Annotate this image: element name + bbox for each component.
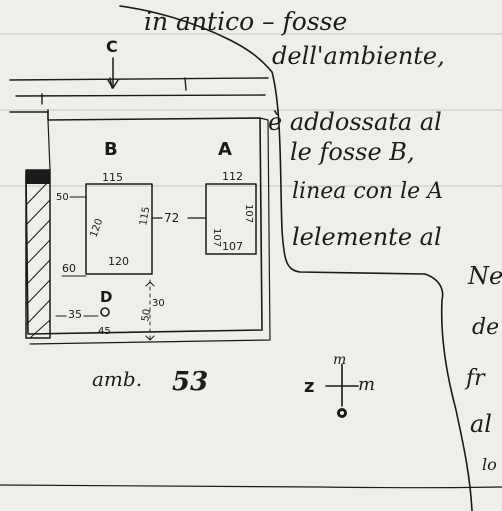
boundary-curve — [119, 5, 473, 511]
handwritten-text: in antico – fosse dell'ambiente, è addos… — [144, 7, 502, 474]
point-d: D 45 30 50 — [98, 279, 165, 341]
dim-a-left: 107 — [211, 228, 222, 247]
label-b: B — [104, 139, 118, 160]
text-line-5: linea con le A — [292, 179, 443, 204]
dim-a-right: 107 — [243, 204, 254, 223]
plan-top-lines — [9, 77, 269, 113]
pit-a: A 112 107 107 107 — [205, 139, 257, 255]
dim-b-top: 115 — [102, 171, 123, 184]
label-c-arrow: C — [106, 37, 119, 89]
dim-a-top: 112 — [222, 170, 243, 183]
dim-b-left: 120 — [88, 217, 105, 239]
dim-d-right2: 50 — [140, 308, 153, 322]
dim-b-right: 115 — [138, 206, 152, 227]
text-line-10: al — [470, 410, 492, 438]
text-line-8: de — [472, 315, 499, 340]
text-line-9: fr — [464, 366, 486, 391]
dim-d-right: 30 — [152, 298, 165, 309]
text-line-6: lelemente al — [292, 223, 442, 251]
text-line-1: in antico – fosse — [144, 7, 347, 36]
room-caption: amb. 53 — [92, 367, 208, 397]
ruled-lines — [0, 33, 502, 187]
caption-prefix: amb. — [92, 367, 142, 391]
text-line-7: Ne — [467, 262, 502, 290]
dim-margin-left-b: 35 — [68, 308, 82, 321]
compass: m m z — [304, 352, 375, 418]
text-line-2: dell'ambiente, — [272, 42, 445, 70]
label-a: A — [218, 139, 232, 160]
compass-west: z — [304, 376, 314, 397]
dim-b-bottom: 120 — [108, 255, 129, 268]
caption-number: 53 — [172, 367, 208, 397]
room-inner-outline — [29, 117, 271, 345]
dim-between-pits: 72 — [151, 211, 207, 225]
dim-margin-top: 50 — [56, 192, 69, 203]
hatched-wall — [25, 169, 51, 339]
dim-a-bottom: 107 — [222, 240, 243, 253]
pit-b: B 115 120 120 115 50 — [56, 139, 153, 275]
dim-margin-left-a: 60 — [62, 262, 76, 275]
left-margins: 60 35 — [55, 262, 99, 321]
page-edge-line — [0, 484, 502, 489]
text-line-11: lo — [482, 455, 497, 474]
label-d: D — [100, 288, 112, 306]
dim-between: 72 — [164, 211, 179, 225]
label-c: C — [106, 37, 118, 56]
dim-d-below: 45 — [98, 326, 111, 337]
text-line-3: è addossata al — [268, 108, 442, 136]
compass-east: m — [358, 374, 375, 395]
text-line-4: le fosse B, — [290, 138, 415, 166]
compass-north: m — [333, 352, 346, 368]
